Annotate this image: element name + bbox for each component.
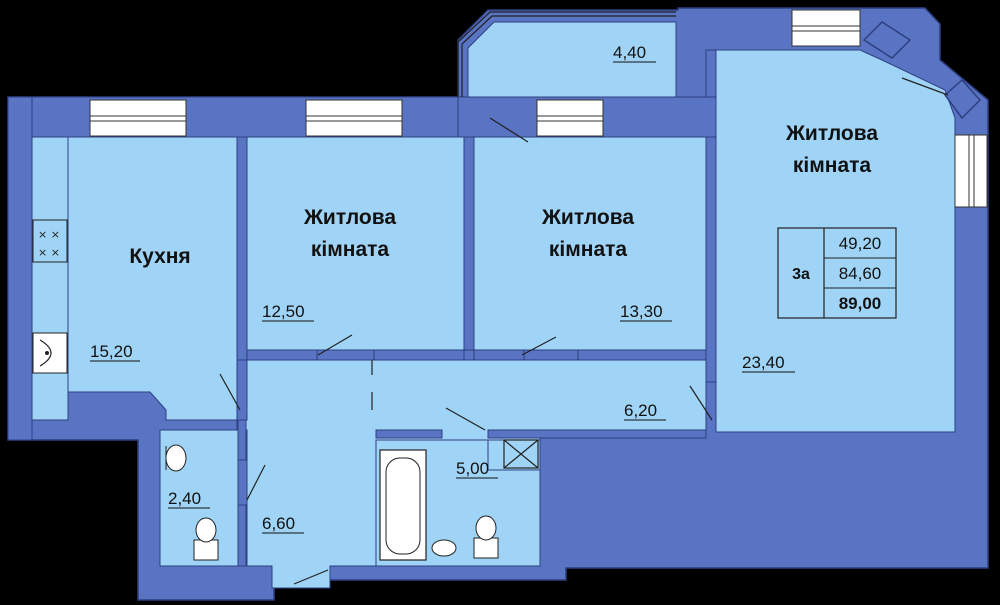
room2-name-line2: кімната (549, 238, 628, 261)
area-summary-table: 3а 49,20 84,60 89,00 (777, 227, 897, 319)
room1-name-line1: Житлова (303, 206, 396, 229)
kitchen-area: 15,20 (90, 342, 133, 361)
window-room3-side (954, 134, 988, 208)
room3-name-line2: кімната (793, 154, 872, 177)
wc-area: 2,40 (168, 489, 201, 508)
window-room1 (305, 99, 403, 137)
bathroom-area: 5,00 (456, 459, 489, 478)
area-labels: 15,20 12,50 13,30 23,40 4,40 6,20 6,60 2… (90, 43, 795, 534)
apartment-type: 3а (792, 266, 810, 283)
bathroom-toilet-icon (473, 515, 499, 559)
hall-area: 6,60 (262, 514, 295, 533)
room3-name-line1: Житлова (785, 122, 878, 145)
ventilation-shaft-icon (503, 439, 539, 469)
room1-name-line2: кімната (311, 238, 390, 261)
room1-floor (246, 136, 465, 351)
room3-area: 23,40 (742, 353, 785, 372)
window-room2 (536, 99, 604, 137)
balcony-glazing (457, 11, 676, 97)
svg-text:× ×: × × (38, 228, 60, 241)
total-with-balcony-value: 89,00 (839, 294, 882, 313)
room2-floor (473, 136, 707, 351)
toilet-icon (193, 517, 219, 561)
room1-area: 12,50 (262, 302, 305, 321)
svg-text:× ×: × × (38, 246, 60, 259)
bathtub-icon (379, 449, 427, 561)
room2-area: 13,30 (620, 302, 663, 321)
kitchen-name: Кухня (129, 245, 190, 268)
window-room3-top (791, 9, 861, 47)
kitchen-counter (31, 136, 69, 421)
sink-icon (32, 332, 68, 374)
stove-icon: × × × × (32, 219, 68, 263)
wc-sink-icon (165, 444, 187, 472)
door-swings (219, 77, 949, 585)
windows (89, 9, 988, 208)
window-kitchen (89, 99, 187, 137)
balcony-area: 4,40 (613, 43, 646, 62)
total-area-value: 84,60 (839, 264, 882, 283)
corner-pillars (862, 21, 982, 120)
room2-name-line1: Житлова (541, 206, 634, 229)
corridor-area: 6,20 (624, 401, 657, 420)
bathroom-sink-icon (431, 539, 457, 557)
living-area-value: 49,20 (839, 234, 882, 253)
